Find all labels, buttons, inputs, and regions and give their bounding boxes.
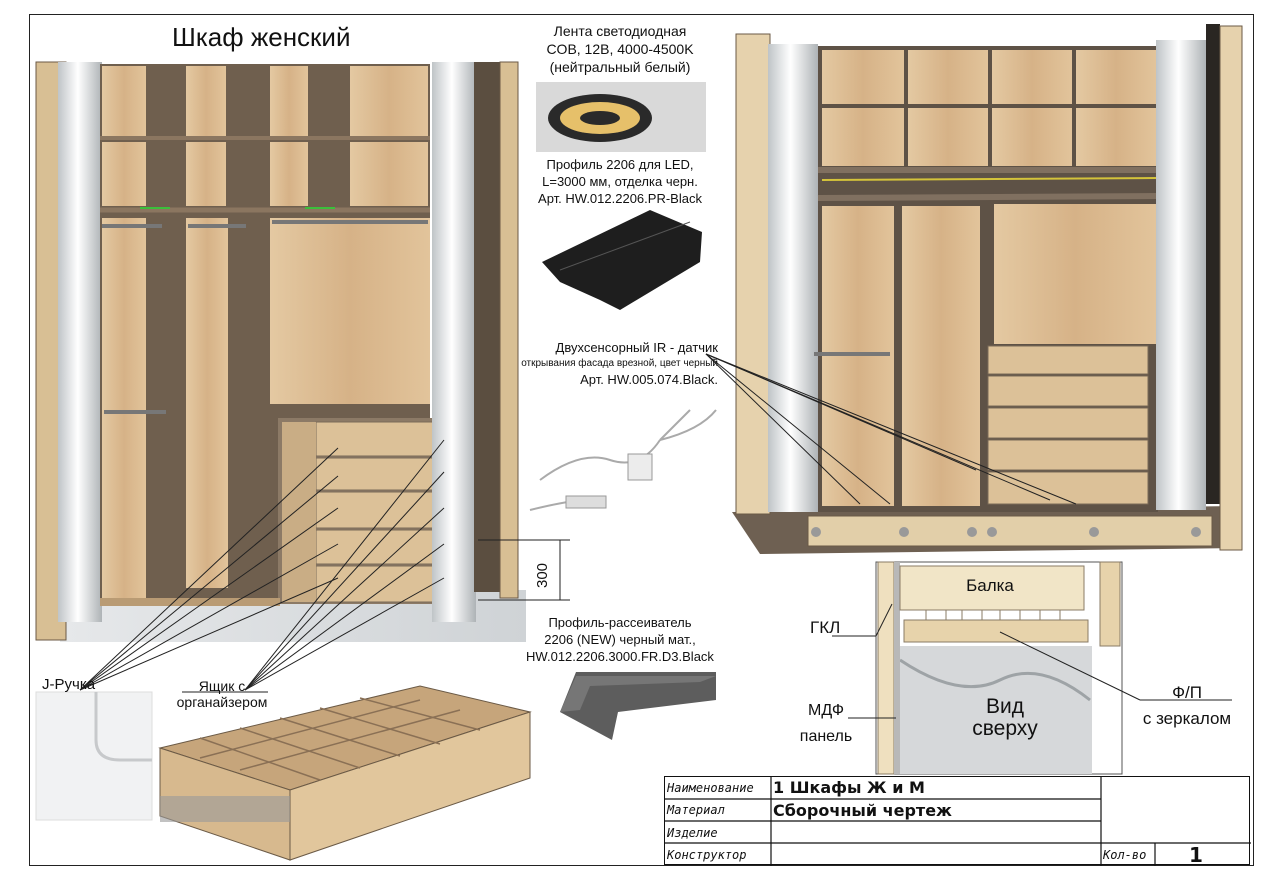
beam-label: Балка	[966, 576, 1014, 595]
upper-compartments	[100, 66, 430, 213]
mdf-line-1: МДФ	[808, 702, 844, 719]
profile-line-3: Арт. HW.012.2206.PR-Black	[538, 191, 702, 206]
name-label: Наименование	[667, 781, 754, 795]
led-profile-photo	[542, 210, 702, 310]
drawer-stack	[278, 418, 463, 604]
designer-label: Конструктор	[667, 848, 747, 862]
qty-value: 1	[1189, 843, 1203, 867]
organizer-drawer-label: Ящик с органайзером	[166, 678, 278, 710]
hanging-zone-3	[270, 218, 430, 404]
led-line-3: (нейтральный белый)	[549, 59, 691, 75]
sensor-line-3: Арт. HW.005.074.Black.	[580, 372, 718, 387]
sensor-line-1: Двухсенсорный IR - датчик	[555, 340, 718, 355]
diffuser-line-3: HW.012.2206.3000.FR.D3.Black	[526, 649, 714, 664]
drawing-title: Шкаф женский	[172, 22, 351, 52]
profile-line-1: Профиль 2206 для LED,	[546, 157, 694, 172]
led-line-2: COB, 12B, 4000-4500K	[546, 41, 694, 57]
sensor-line-2: открывания фасада врезной, цвет черный	[521, 358, 718, 369]
qty-label: Кол-во	[1103, 848, 1147, 862]
view-line-2: сверху	[972, 717, 1038, 740]
diffuser-line-1: Профиль-рассеиватель	[548, 615, 692, 630]
drawer-line-2: органайзером	[176, 694, 268, 710]
facade-line-1: Ф/П	[1172, 683, 1202, 702]
view-line-1: Вид	[986, 695, 1024, 718]
right-mirror-door	[432, 62, 476, 622]
facade-label: Ф/П с зеркалом	[1132, 680, 1242, 732]
organizer-drawer	[158, 685, 532, 861]
right-side-panel	[474, 62, 500, 592]
profile-line-2: L=3000 мм, отделка черн.	[542, 174, 698, 189]
sensor-callout-lines	[705, 353, 1077, 505]
diffuser-line-2: 2206 (NEW) черный мат.,	[544, 632, 696, 647]
led-tape-label: Лента светодиодная COB, 12B, 4000-4500K …	[528, 22, 712, 76]
sensor-label: Двухсенсорный IR - датчик открывания фас…	[518, 340, 718, 388]
item-label: Изделие	[667, 826, 718, 840]
material-value: Сборочный чертеж	[773, 801, 952, 820]
j-handle-label: J-Ручка	[42, 676, 96, 693]
led-profile-label: Профиль 2206 для LED, L=3000 мм, отделка…	[520, 156, 720, 207]
name-value: 1 Шкафы Ж и М	[773, 778, 925, 797]
title-block: Наименование 1 Шкафы Ж и М Материал Сбор…	[664, 776, 1251, 867]
hanging-zone-2	[186, 218, 228, 588]
drawer-line-1: Ящик с	[198, 678, 246, 694]
diffuser-photo	[560, 672, 716, 740]
drawing-sheet	[29, 14, 1254, 866]
left-mirror-door	[58, 62, 102, 622]
dimension-300: 300	[534, 562, 551, 588]
diffuser-label: Профиль-рассеиватель 2206 (NEW) черный м…	[520, 614, 720, 665]
mdf-line-2: панель	[799, 728, 853, 745]
gkl-label: ГКЛ	[810, 618, 841, 637]
section-top-view	[832, 561, 1232, 775]
led-line-1: Лента светодиодная	[553, 23, 687, 39]
title-block-grid	[665, 777, 1251, 866]
facade-line-2: с зеркалом	[1142, 709, 1232, 728]
hanging-zone-1	[102, 218, 146, 598]
mdf-label: МДФ панель	[790, 698, 862, 750]
sensor-photo	[529, 409, 717, 511]
wardrobe-perspective-view	[732, 24, 1243, 554]
top-view-label: Вид сверху	[950, 696, 1060, 740]
material-label: Материал	[667, 803, 725, 817]
j-handle-sample	[35, 691, 153, 821]
callout-lines	[40, 439, 445, 693]
